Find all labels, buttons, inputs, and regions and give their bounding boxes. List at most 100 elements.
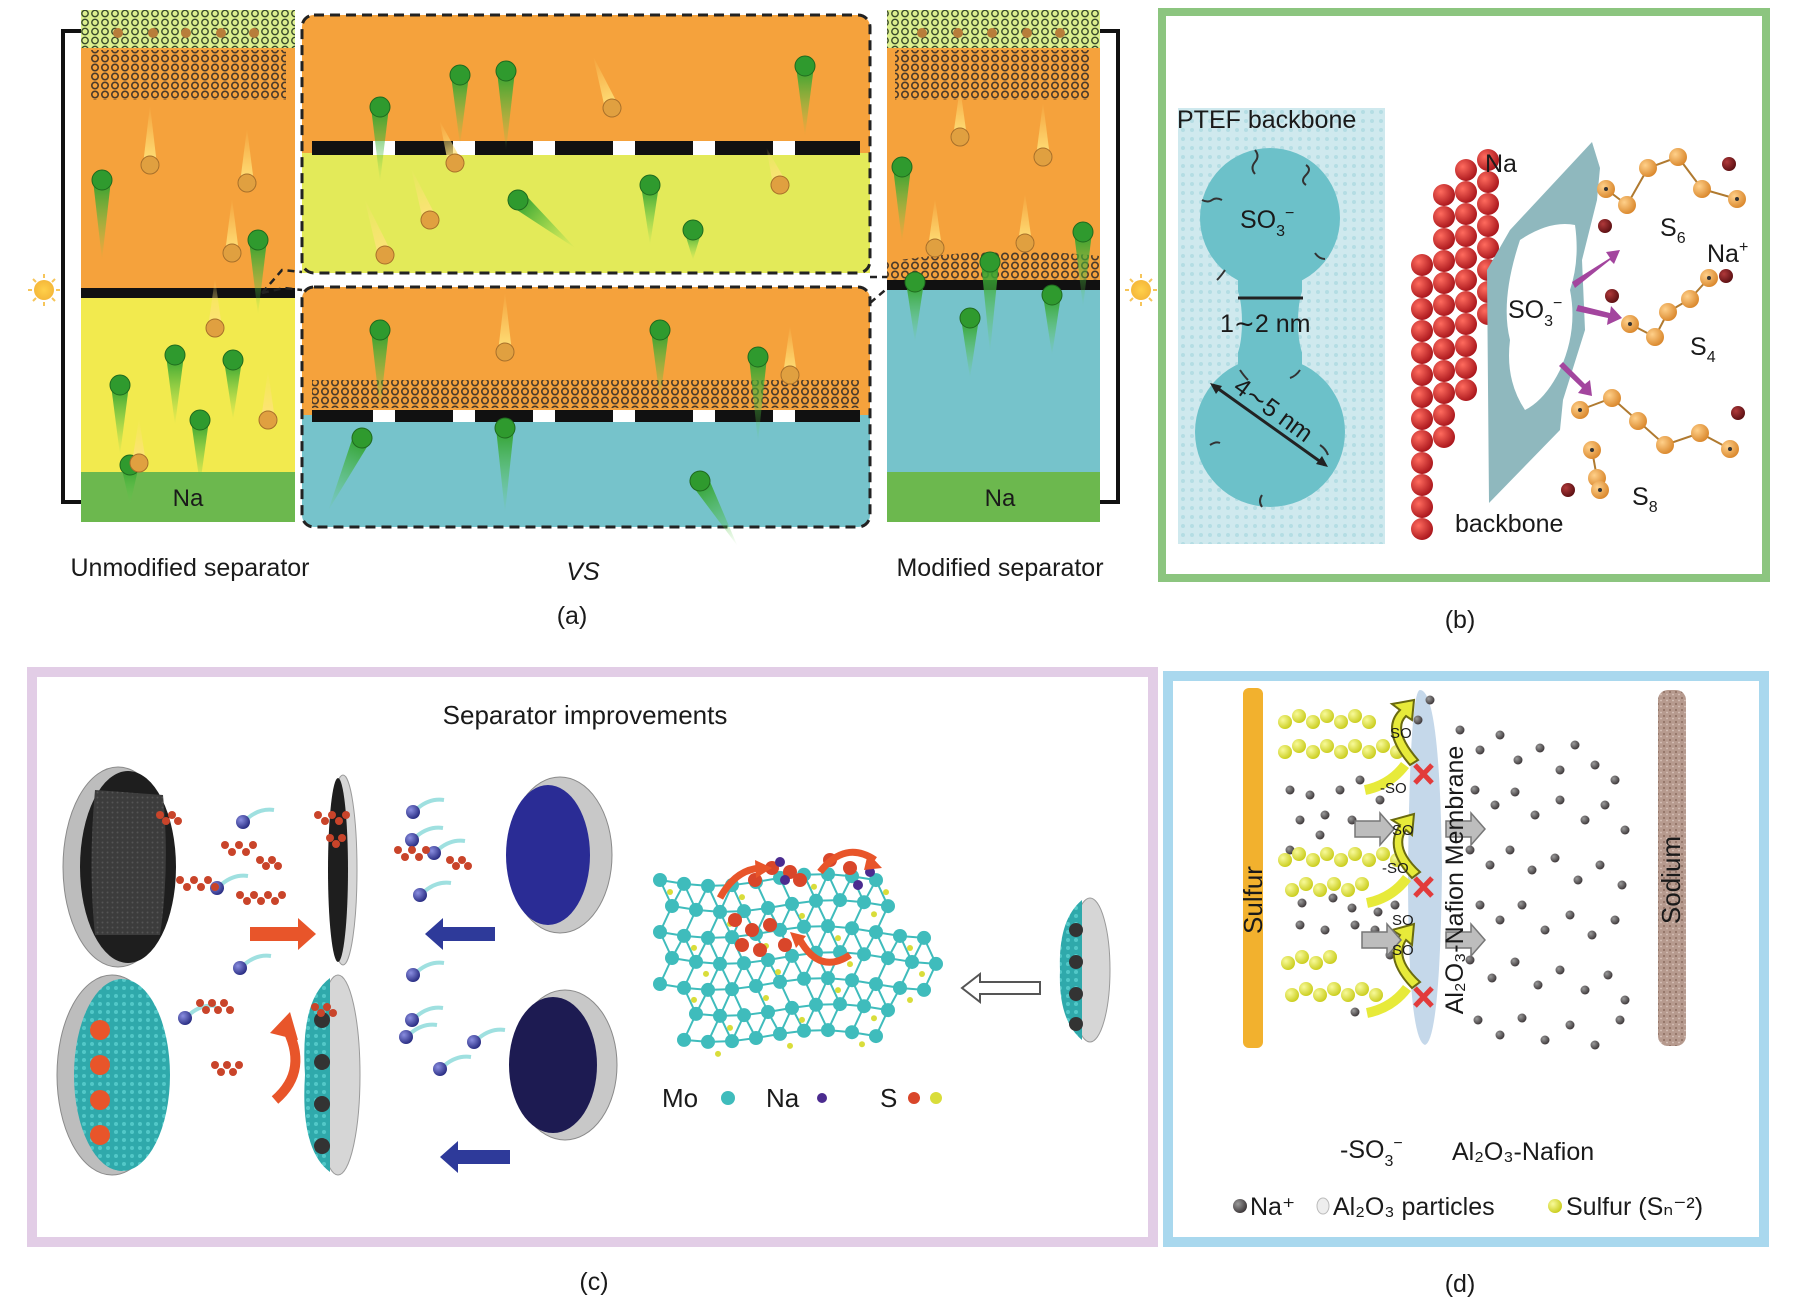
s-atom-yellow <box>871 1015 877 1022</box>
na-atom-lattice <box>780 875 790 885</box>
mo-atom <box>737 956 751 971</box>
mo-atom <box>797 919 811 934</box>
ion-group-top-box <box>364 55 816 265</box>
na-plus-dot <box>1555 795 1565 805</box>
modified-cell: Na <box>887 10 1100 522</box>
polysulfide-ion-icon <box>222 198 242 263</box>
membrane-vertical-label: Al₂O₃-Nafion Membrane <box>1441 746 1469 1015</box>
na-ion-tailed <box>413 880 452 902</box>
mo-atom <box>653 873 667 887</box>
mo-atom <box>677 1032 691 1047</box>
sulfur-bead <box>1348 709 1362 723</box>
mo-atom <box>701 982 715 997</box>
mo-atom <box>761 1005 775 1020</box>
mo-atom <box>929 956 943 971</box>
mo-atom <box>821 1023 835 1038</box>
na-metal-atoms <box>1411 149 1499 540</box>
polysulfide-ion-icon <box>780 325 800 385</box>
sulfur-bead <box>1320 739 1334 753</box>
polysulfide-ion-icon <box>950 87 970 147</box>
sulfur-bead <box>1376 847 1390 861</box>
sulfur-bead <box>1292 709 1306 723</box>
s-atom-yellow <box>691 944 697 951</box>
na-plus-dot <box>1320 925 1330 935</box>
na-plus-ion <box>1605 289 1619 303</box>
mo-atom <box>677 980 691 995</box>
s-atom-yellow <box>847 961 853 968</box>
sulfur-bead <box>1327 982 1341 996</box>
sulfur-bead <box>1313 988 1327 1002</box>
na-ion-tailed <box>399 1022 438 1044</box>
polysulfide-chain <box>311 1003 337 1017</box>
sodium-electrode <box>1658 690 1686 1046</box>
membrane-bottom-label: Al₂O₃-Nafion <box>1452 1138 1594 1166</box>
na-plus-dot <box>1295 920 1305 930</box>
na-ion-icon <box>1072 221 1094 307</box>
na-anode-label-modified: Na <box>985 485 1016 512</box>
s-atom-yellow <box>691 996 697 1003</box>
na-plus-dot <box>1505 845 1515 855</box>
na-atom <box>1411 430 1433 452</box>
mo-atom <box>821 971 835 986</box>
na-atom <box>1411 342 1433 364</box>
sulfur-bead <box>1355 877 1369 891</box>
sulfur-atom <box>1693 180 1711 198</box>
na-plus-dot <box>1347 903 1357 913</box>
sulfur-electrode-label: Sulfur <box>1238 866 1268 934</box>
s-atom-red <box>763 918 777 932</box>
na-plus-dot <box>1297 898 1307 908</box>
sulfur-carbon-layer-modified <box>895 50 1091 100</box>
zoom-leader-right <box>869 275 893 304</box>
sulfonate-side-chains <box>1201 149 1329 508</box>
na-plus-dot <box>1495 1030 1505 1040</box>
mos2-lattice <box>653 853 943 1057</box>
hollow-arrow <box>960 971 1041 1005</box>
na-atom <box>1455 203 1477 225</box>
so3-tag-4: -SO <box>1382 860 1409 877</box>
polysulfide-ion-icon <box>925 198 945 258</box>
electrolyte-region-modified <box>887 290 1100 472</box>
s-atom-yellow <box>871 911 877 918</box>
mo-atom <box>881 951 895 966</box>
na-ion-icon <box>222 349 244 420</box>
sulfur-carbon-layer <box>90 50 286 100</box>
na-plus-dot <box>1517 1013 1527 1023</box>
na-plus-dot <box>1510 787 1520 797</box>
na-plus-dot <box>1475 900 1485 910</box>
sulfur-atom <box>1659 303 1677 321</box>
na-transport-arrows <box>1354 811 1486 958</box>
mo-atom <box>809 893 823 908</box>
polysulfide-chain <box>256 856 282 870</box>
sulfur-bead <box>1299 877 1313 891</box>
sulfur-bead <box>1362 853 1376 867</box>
mo-atom <box>857 895 871 910</box>
na-ion-dots <box>1285 695 1630 1050</box>
na-plus-dot <box>1570 740 1580 750</box>
unmodified-separator-label: Unmodified separator <box>70 554 309 582</box>
legend-s-label: S <box>880 1083 897 1113</box>
na-atom <box>1433 206 1455 228</box>
na-atom <box>1455 379 1477 401</box>
polysulfide-ion-icon <box>205 278 225 338</box>
so3-tag-5: SO <box>1392 912 1414 929</box>
na-plus-dot <box>1425 695 1435 705</box>
na-ion-icon <box>164 344 186 425</box>
s-atom-yellow <box>763 995 769 1002</box>
separator-disc-coated <box>304 974 361 1176</box>
right-circuit-wire <box>1100 29 1120 504</box>
s-atom-yellow <box>835 987 841 994</box>
mo-atom <box>917 930 931 945</box>
sulfur-bead <box>1306 715 1320 729</box>
mo-atom <box>773 1026 787 1041</box>
polysulfide-ion-icon <box>258 370 278 430</box>
polysulfide-chain <box>211 1061 243 1076</box>
na-ion-tailed <box>233 953 272 975</box>
s6-label: S6 <box>1660 214 1686 247</box>
mo-atom <box>701 1034 715 1049</box>
na-plus-dot <box>1603 970 1613 980</box>
na-atom <box>1411 320 1433 342</box>
sulfur-bead <box>1362 745 1376 759</box>
catalytic-arrow-3 <box>796 938 852 966</box>
panel-c-title: Separator improvements <box>443 700 728 730</box>
porous-separator-top <box>312 141 860 155</box>
